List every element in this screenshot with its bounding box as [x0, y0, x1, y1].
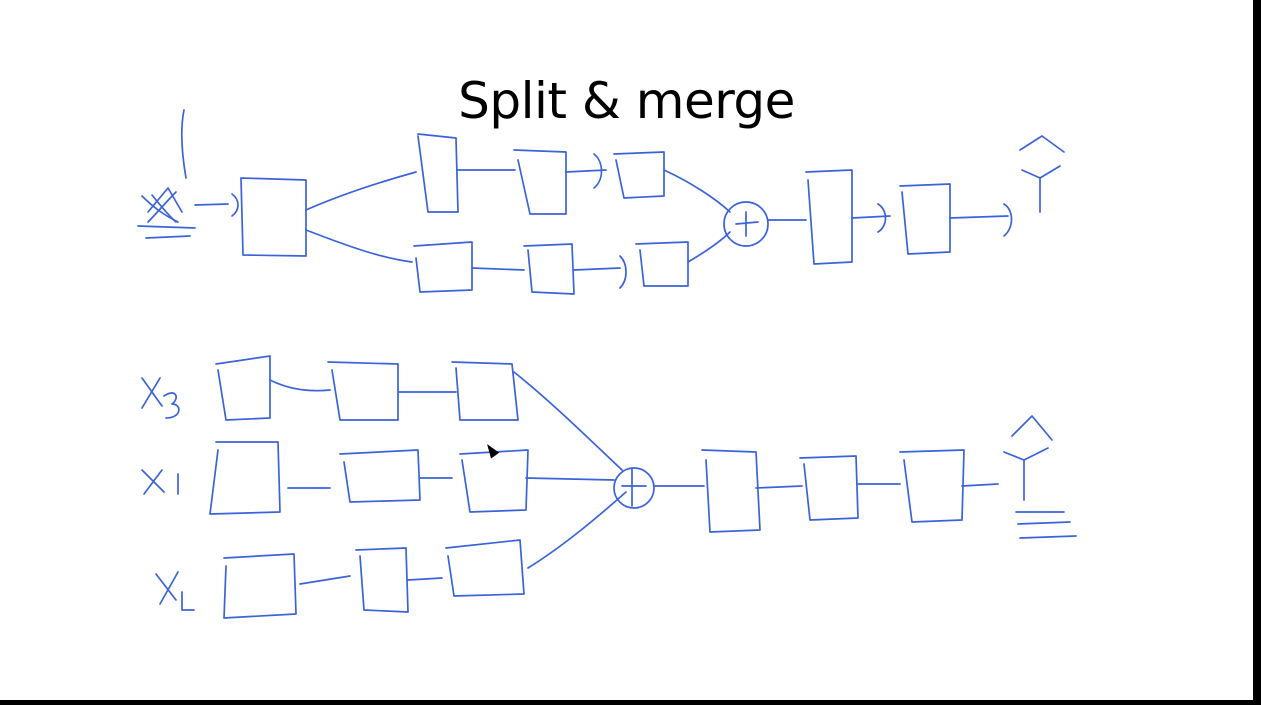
- top-upper-box-2: [513, 149, 567, 215]
- bottom-x3-to-merge: [513, 371, 623, 471]
- top-lower-box-3: [635, 241, 689, 287]
- bottom-x2-link-1: [299, 575, 351, 585]
- bottom-label-x1: [141, 469, 179, 495]
- bottom-merge-diagram: [209, 355, 1077, 619]
- top-upper-to-merge: [663, 169, 731, 213]
- top-merge-node: [723, 201, 769, 247]
- bottom-x3-box-2: [327, 361, 399, 421]
- top-lower-link-2: [573, 255, 627, 289]
- top-label-x: [141, 191, 179, 223]
- slide-title: Split & merge: [458, 72, 795, 130]
- top-split-box: [240, 177, 307, 257]
- bottom-output-arrow: [961, 483, 999, 487]
- frame-right-edge: [1253, 0, 1261, 705]
- top-input-arrow: [194, 193, 239, 217]
- bottom-label-x3: [141, 377, 180, 419]
- top-split-merge-diagram: [137, 109, 1065, 295]
- frame-bottom-edge: [0, 700, 1261, 705]
- bottom-merge-node: [613, 467, 655, 509]
- bottom-x1-box-2: [339, 449, 421, 503]
- bottom-label-x2: [155, 571, 195, 611]
- top-split-upper-line: [305, 171, 417, 211]
- top-lower-to-merge: [687, 231, 731, 263]
- bottom-output-box-3: [899, 449, 965, 523]
- top-output-box-2: [899, 183, 951, 255]
- top-output-box-1: [805, 169, 853, 265]
- bottom-x2-box-1: [223, 553, 297, 619]
- top-upper-box-3: [613, 151, 665, 199]
- bottom-output-box-1: [701, 449, 761, 533]
- top-input-x-hat: [137, 109, 196, 239]
- top-output-arrow: [949, 203, 1013, 237]
- top-upper-link-2: [565, 153, 607, 189]
- top-upper-box-1: [417, 133, 459, 213]
- top-lower-link-1: [471, 267, 525, 271]
- bottom-output-box-2: [799, 455, 859, 521]
- bottom-output-y-hat: [1003, 415, 1077, 539]
- top-output-link-2: [851, 203, 891, 233]
- bottom-x2-link-2: [407, 577, 443, 581]
- top-lower-box-1: [413, 241, 473, 293]
- bottom-x3-link-1: [269, 379, 331, 392]
- bottom-x2-box-2: [355, 547, 409, 613]
- top-lower-box-2: [523, 243, 575, 295]
- bottom-x1-to-merge: [525, 477, 615, 481]
- bottom-x2-to-merge: [527, 491, 627, 569]
- bottom-output-link-2: [755, 485, 803, 489]
- top-output-y-hat: [1019, 135, 1065, 213]
- bottom-x2-box-3: [445, 539, 525, 597]
- bottom-x3-box-3: [451, 361, 519, 421]
- top-split-lower-line: [305, 229, 413, 263]
- bottom-x1-box-1: [209, 441, 281, 515]
- bottom-x3-box-1: [215, 355, 271, 421]
- bottom-x1-box-3: [459, 449, 529, 513]
